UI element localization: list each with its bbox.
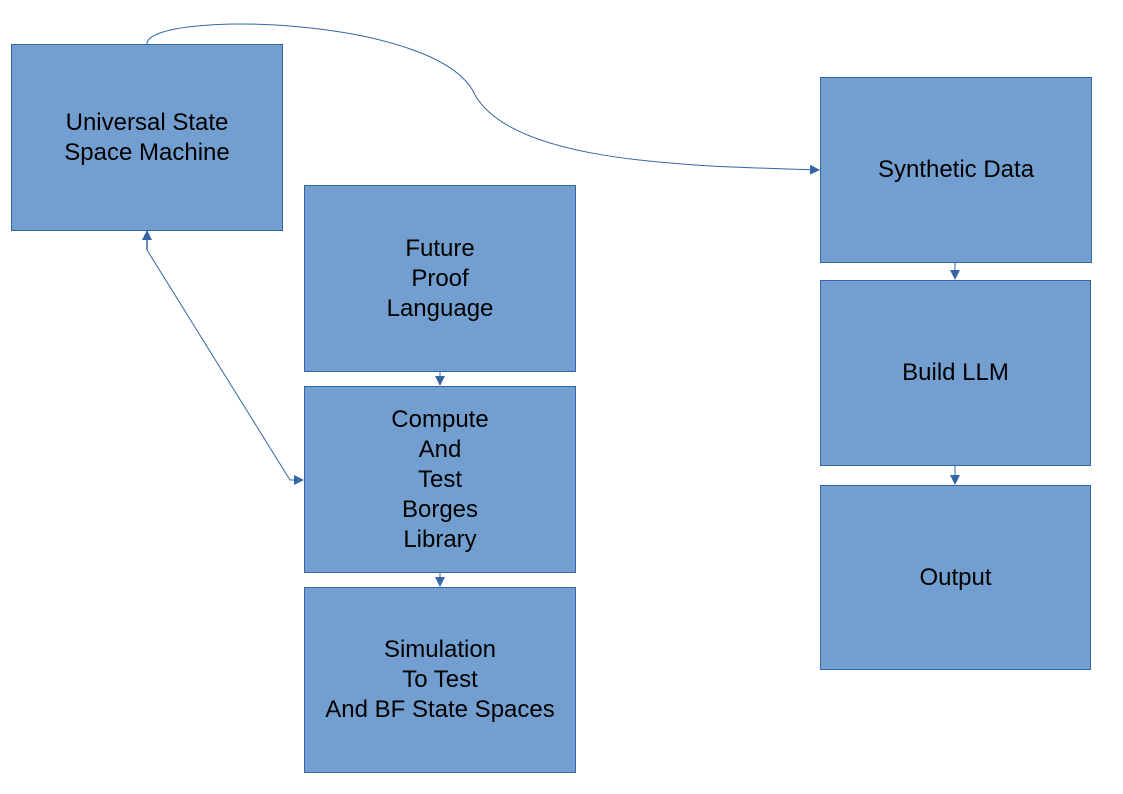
box-future-proof-language[interactable]: Future Proof Language [304,185,576,372]
box-label: Compute And Test Borges Library [391,405,489,553]
connector-usm-compute-bidirectional [146,249,304,485]
box-label: Simulation To Test And BF State Spaces [325,636,555,723]
box-output[interactable]: Output [820,485,1091,670]
box-universal-state-space-machine[interactable]: Universal State Space Machine [11,44,283,231]
box-label: Synthetic Data [877,156,1035,183]
connector-usm-to-synthetic-data [146,23,820,175]
box-label: Universal State Space Machine [64,108,230,166]
box-label: Output [919,563,992,591]
box-synthetic-data[interactable]: Synthetic Data [820,77,1092,263]
box-build-llm[interactable]: Build LLM [820,280,1091,466]
box-compute-test-borges-library[interactable]: Compute And Test Borges Library [304,386,576,573]
box-simulation[interactable]: Simulation To Test And BF State Spaces [304,587,576,773]
box-label: Build LLM [902,359,1009,386]
box-label: Future Proof Language [386,234,494,322]
